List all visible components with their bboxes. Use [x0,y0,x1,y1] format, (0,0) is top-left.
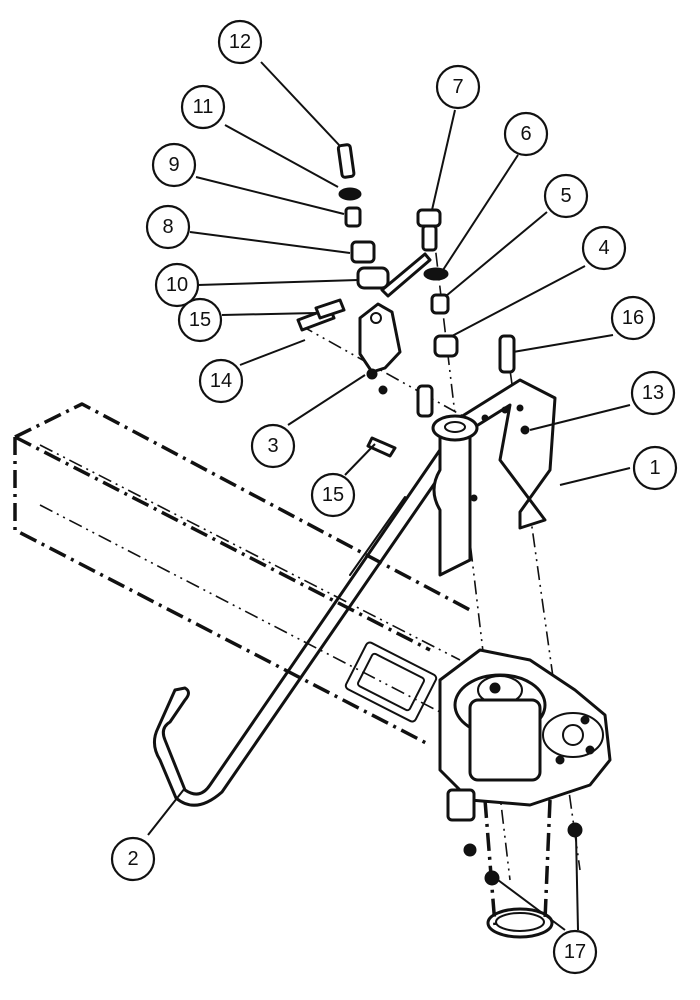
callout-label: 7 [452,76,463,98]
callout-6: 6 [503,111,549,157]
phantom-leg [483,799,554,939]
callout-12: 12 [217,19,263,65]
callout-label: 3 [267,435,278,457]
callout-label: 15 [189,309,211,331]
main-bracket [431,378,557,577]
callout-label: 17 [564,941,586,963]
callout-label: 11 [193,96,214,118]
callout-9: 9 [151,142,197,188]
phantom-tube [13,402,471,747]
callout-8: 8 [145,204,191,250]
callout-1: 1 [632,445,678,491]
callout-3: 3 [250,423,296,469]
callout-label: 12 [229,31,251,53]
callout-11: 11 [180,84,226,130]
callout-label: 2 [127,848,138,870]
callout-label: 1 [649,457,660,479]
callout-13: 13 [630,370,676,416]
callout-label: 10 [166,274,188,296]
callout-15-upper: 15 [177,297,223,343]
callout-label: 14 [210,370,232,392]
callout-label: 16 [622,307,644,329]
callout-label: 5 [560,185,571,207]
callout-label: 6 [520,123,531,145]
callout-16: 16 [610,295,656,341]
fasteners [296,143,516,458]
callout-10: 10 [154,262,200,308]
leader-lines [147,61,631,931]
callout-17: 17 [552,929,598,975]
callout-label: 13 [642,382,664,404]
callout-15-lower: 15 [310,472,356,518]
callout-14: 14 [198,358,244,404]
callout-label: 4 [598,237,609,259]
callout-label: 15 [322,484,344,506]
callout-label: 9 [168,154,179,176]
callout-5: 5 [543,173,589,219]
callout-label: 8 [162,216,173,238]
callout-4: 4 [581,225,627,271]
callout-2: 2 [110,836,156,882]
motor-hub-assembly [438,648,612,886]
callout-7: 7 [435,64,481,110]
handle-rod [153,426,472,807]
small-bracket [358,302,402,395]
